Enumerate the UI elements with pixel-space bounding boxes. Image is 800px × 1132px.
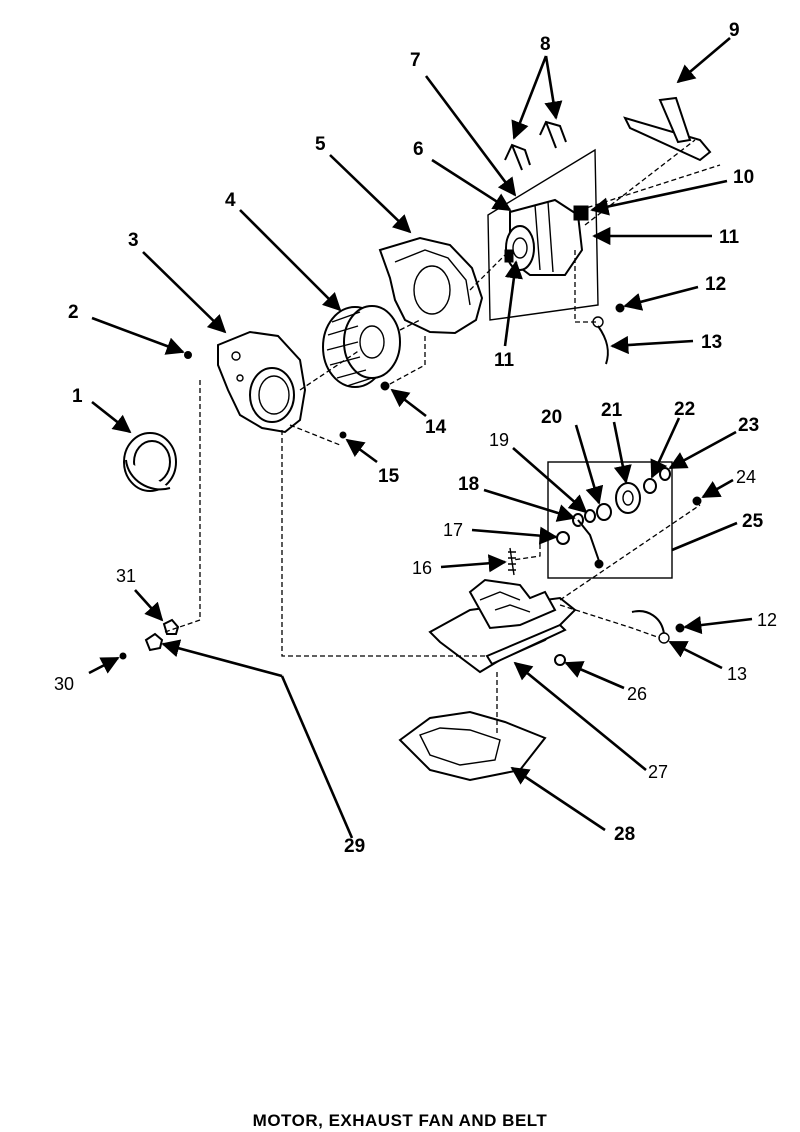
- callout-leader-lines: [88, 37, 753, 839]
- part-4-fan-wheel: [322, 305, 401, 388]
- part-19-bushing: [584, 509, 596, 523]
- callout-12-upper: 12: [705, 274, 726, 295]
- part-27-motor-base: [428, 578, 577, 674]
- callout-31: 31: [116, 566, 136, 586]
- callout-25: 25: [742, 511, 764, 532]
- part-22-washer: [643, 478, 657, 494]
- part-20-spacer: [596, 503, 612, 521]
- part-21-idler-pulley: [615, 482, 641, 514]
- diagram-caption: MOTOR, EXHAUST FAN AND BELT: [252, 1111, 548, 1130]
- callout-10: 10: [733, 167, 754, 188]
- callout-11-right: 11: [719, 227, 740, 248]
- part-12-screw-upper: [615, 303, 625, 313]
- callout-23: 23: [738, 415, 759, 436]
- callout-2: 2: [68, 302, 79, 323]
- callout-7: 7: [410, 50, 421, 71]
- part-17-washer: [556, 531, 570, 545]
- callout-20: 20: [541, 407, 562, 428]
- part-2-screw: [184, 351, 192, 359]
- callout-30: 30: [54, 674, 74, 694]
- part-28-base-plate: [398, 710, 547, 782]
- callout-22: 22: [674, 399, 695, 420]
- part-16-spring: [508, 547, 516, 576]
- part-24-screw: [692, 496, 702, 506]
- callout-4: 4: [225, 190, 236, 211]
- part-13-wire-clamp-upper: [592, 316, 609, 365]
- part-26-nut: [554, 654, 566, 666]
- part-30-washer: [119, 652, 127, 660]
- part-1-duct-ring: [123, 432, 177, 492]
- callout-11-bottom: 11: [494, 350, 515, 371]
- part-12-screw-lower: [675, 623, 685, 633]
- callout-1: 1: [72, 386, 83, 407]
- callout-8: 8: [540, 34, 551, 55]
- callout-26: 26: [627, 684, 647, 704]
- callout-6: 6: [413, 139, 424, 160]
- callout-15: 15: [378, 466, 400, 487]
- callout-13-upper: 13: [701, 332, 722, 353]
- assembly-dashed-lines: [164, 139, 721, 735]
- idler-arm: [577, 519, 604, 569]
- part-14-screw: [380, 381, 390, 391]
- part-3-fan-housing-plate: [217, 330, 307, 434]
- callout-21: 21: [601, 400, 623, 421]
- callout-5: 5: [315, 134, 326, 155]
- callout-19: 19: [489, 430, 509, 450]
- part-29-nut: [144, 632, 164, 652]
- part-8-mounting-clips: [504, 120, 567, 171]
- callout-16: 16: [412, 558, 432, 578]
- callout-24: 24: [736, 467, 756, 487]
- callout-9: 9: [729, 20, 740, 41]
- part-5-fan-housing: [378, 236, 484, 335]
- callout-3: 3: [128, 230, 139, 251]
- part-9-drive-belt: [623, 96, 712, 162]
- callout-28: 28: [614, 824, 635, 845]
- callout-labels: 1 2 3 4 5 6 7 8 9 10 11 11 12 13 14 15 1…: [54, 20, 777, 857]
- callout-18: 18: [458, 474, 479, 495]
- callout-13-lower: 13: [727, 664, 747, 684]
- callout-29: 29: [344, 836, 365, 857]
- callout-12-lower: 12: [757, 610, 777, 630]
- callout-17: 17: [443, 520, 463, 540]
- part-13-wire-clamp-lower: [631, 610, 670, 644]
- callout-14: 14: [425, 417, 447, 438]
- callout-27: 27: [648, 762, 668, 782]
- part-23-nut: [659, 467, 671, 481]
- part-15-screw: [339, 431, 347, 439]
